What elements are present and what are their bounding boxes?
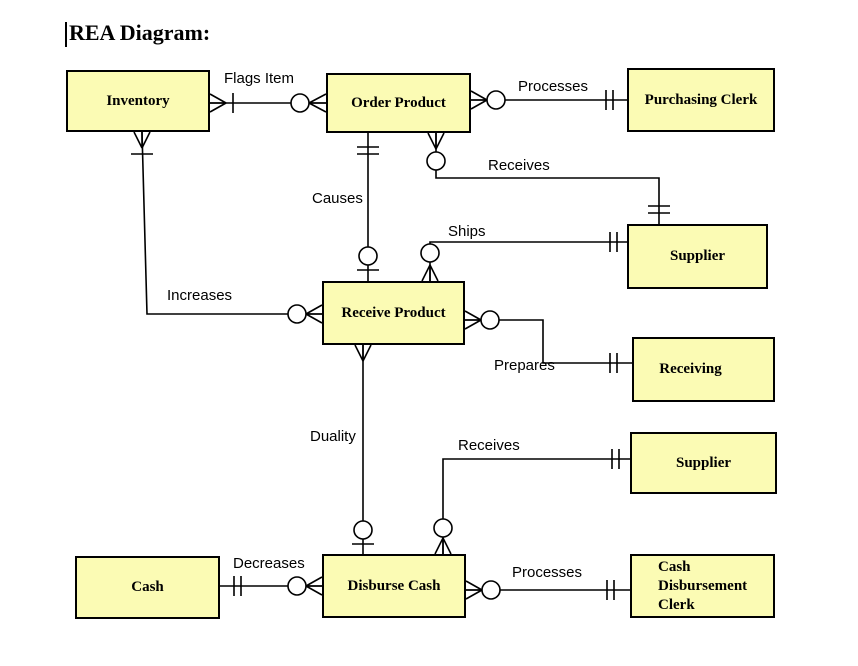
entity-label: Receive Product [341, 304, 446, 321]
connector-flags-item [209, 93, 327, 113]
zero-cardinality-circle [287, 304, 307, 324]
many-cardinality-crowfoot [209, 93, 227, 113]
relationship-label-ships: Ships [448, 223, 486, 240]
many-cardinality-crowfoot [427, 132, 445, 150]
many-cardinality-crowfoot [133, 131, 151, 149]
connector-duality [352, 344, 374, 554]
connector-ships [420, 232, 627, 282]
relationship-label-decreases: Decreases [233, 555, 305, 572]
relationship-label-flags-item: Flags Item [224, 70, 295, 87]
zero-cardinality-circle [486, 90, 506, 110]
zero-cardinality-circle [481, 580, 501, 600]
entity-label: Inventory [106, 92, 170, 109]
zero-cardinality-circle [290, 93, 310, 113]
many-cardinality-crowfoot [470, 90, 488, 110]
connector-receives-disbursement [433, 449, 630, 555]
zero-cardinality-circle [353, 520, 373, 540]
connector-receives-order [426, 132, 670, 224]
connector-prepares [464, 310, 632, 373]
page-title: REA Diagram: [69, 20, 211, 45]
entity-receiving[interactable]: Receiving [632, 337, 775, 402]
many-cardinality-crowfoot [465, 580, 483, 600]
one-cardinality-bars [605, 90, 614, 110]
relationship-line [435, 133, 660, 224]
many-cardinality-crowfoot [305, 576, 323, 596]
text-cursor [65, 22, 67, 47]
entity-receive-product[interactable]: Receive Product [322, 281, 465, 345]
connector-processes-order [470, 90, 627, 110]
entity-label: Cash [131, 579, 164, 595]
entity-disburse-cash[interactable]: Disburse Cash [322, 554, 466, 618]
entity-label: Supplier [675, 454, 732, 471]
many-cardinality-crowfoot [434, 537, 452, 555]
relationship-label-processes-disbursement: Processes [512, 564, 583, 581]
zero-cardinality-circle [433, 518, 453, 538]
one-cardinality-bars [233, 576, 242, 596]
zero-cardinality-circle [420, 243, 440, 263]
relationship-label-increases: Increases [167, 287, 233, 304]
zero-cardinality-circle [287, 576, 307, 596]
one-cardinality-bars [609, 232, 618, 252]
connector-causes [357, 133, 379, 281]
connector-increases [131, 131, 323, 324]
one-cardinality-bars [357, 146, 379, 155]
connector-processes-disbursement [465, 580, 630, 600]
entity-supplier-top[interactable]: Supplier [627, 224, 768, 289]
entity-cash[interactable]: Cash [75, 556, 220, 619]
relationship-line [429, 241, 627, 281]
entity-purchasing-clerk[interactable]: Purchasing Clerk [627, 68, 775, 132]
entity-inventory[interactable]: Inventory [66, 70, 210, 132]
one-cardinality-bars [606, 580, 615, 600]
relationship-label-receives-disbursement: Receives [458, 437, 520, 454]
relationship-line [442, 458, 630, 554]
relationship-line [141, 131, 322, 315]
relationship-label-causes: Causes [312, 190, 363, 207]
one-cardinality-bars [609, 353, 618, 373]
entity-label: Cash Disbursement Clerk [658, 559, 748, 613]
one-cardinality-bars [611, 449, 620, 469]
entity-label: Order Product [351, 94, 446, 111]
one-cardinality-bars [648, 205, 670, 214]
many-cardinality-crowfoot [464, 310, 482, 330]
connector-decreases [220, 576, 323, 596]
relationship-label-duality: Duality [310, 428, 356, 445]
relationship-label-prepares: Prepares [494, 357, 555, 374]
many-cardinality-crowfoot [305, 304, 323, 324]
entity-order-product[interactable]: Order Product [326, 73, 471, 133]
many-cardinality-crowfoot [421, 264, 439, 282]
zero-cardinality-circle [426, 151, 446, 171]
relationship-label-processes-order: Processes [518, 78, 589, 95]
relationship-line [465, 319, 632, 364]
entity-label: Receiving [659, 361, 722, 377]
entity-cash-disbursement-clerk[interactable]: Cash Disbursement Clerk [630, 554, 775, 618]
entity-label: Disburse Cash [347, 577, 441, 594]
zero-cardinality-circle [480, 310, 500, 330]
many-cardinality-crowfoot [308, 93, 327, 113]
many-cardinality-crowfoot [354, 344, 372, 362]
entity-label: Purchasing Clerk [644, 91, 758, 108]
relationship-label-receives-order: Receives [488, 157, 550, 174]
entity-label: Supplier [669, 248, 726, 264]
zero-cardinality-circle [358, 246, 378, 266]
entity-supplier-bottom[interactable]: Supplier [630, 432, 777, 494]
